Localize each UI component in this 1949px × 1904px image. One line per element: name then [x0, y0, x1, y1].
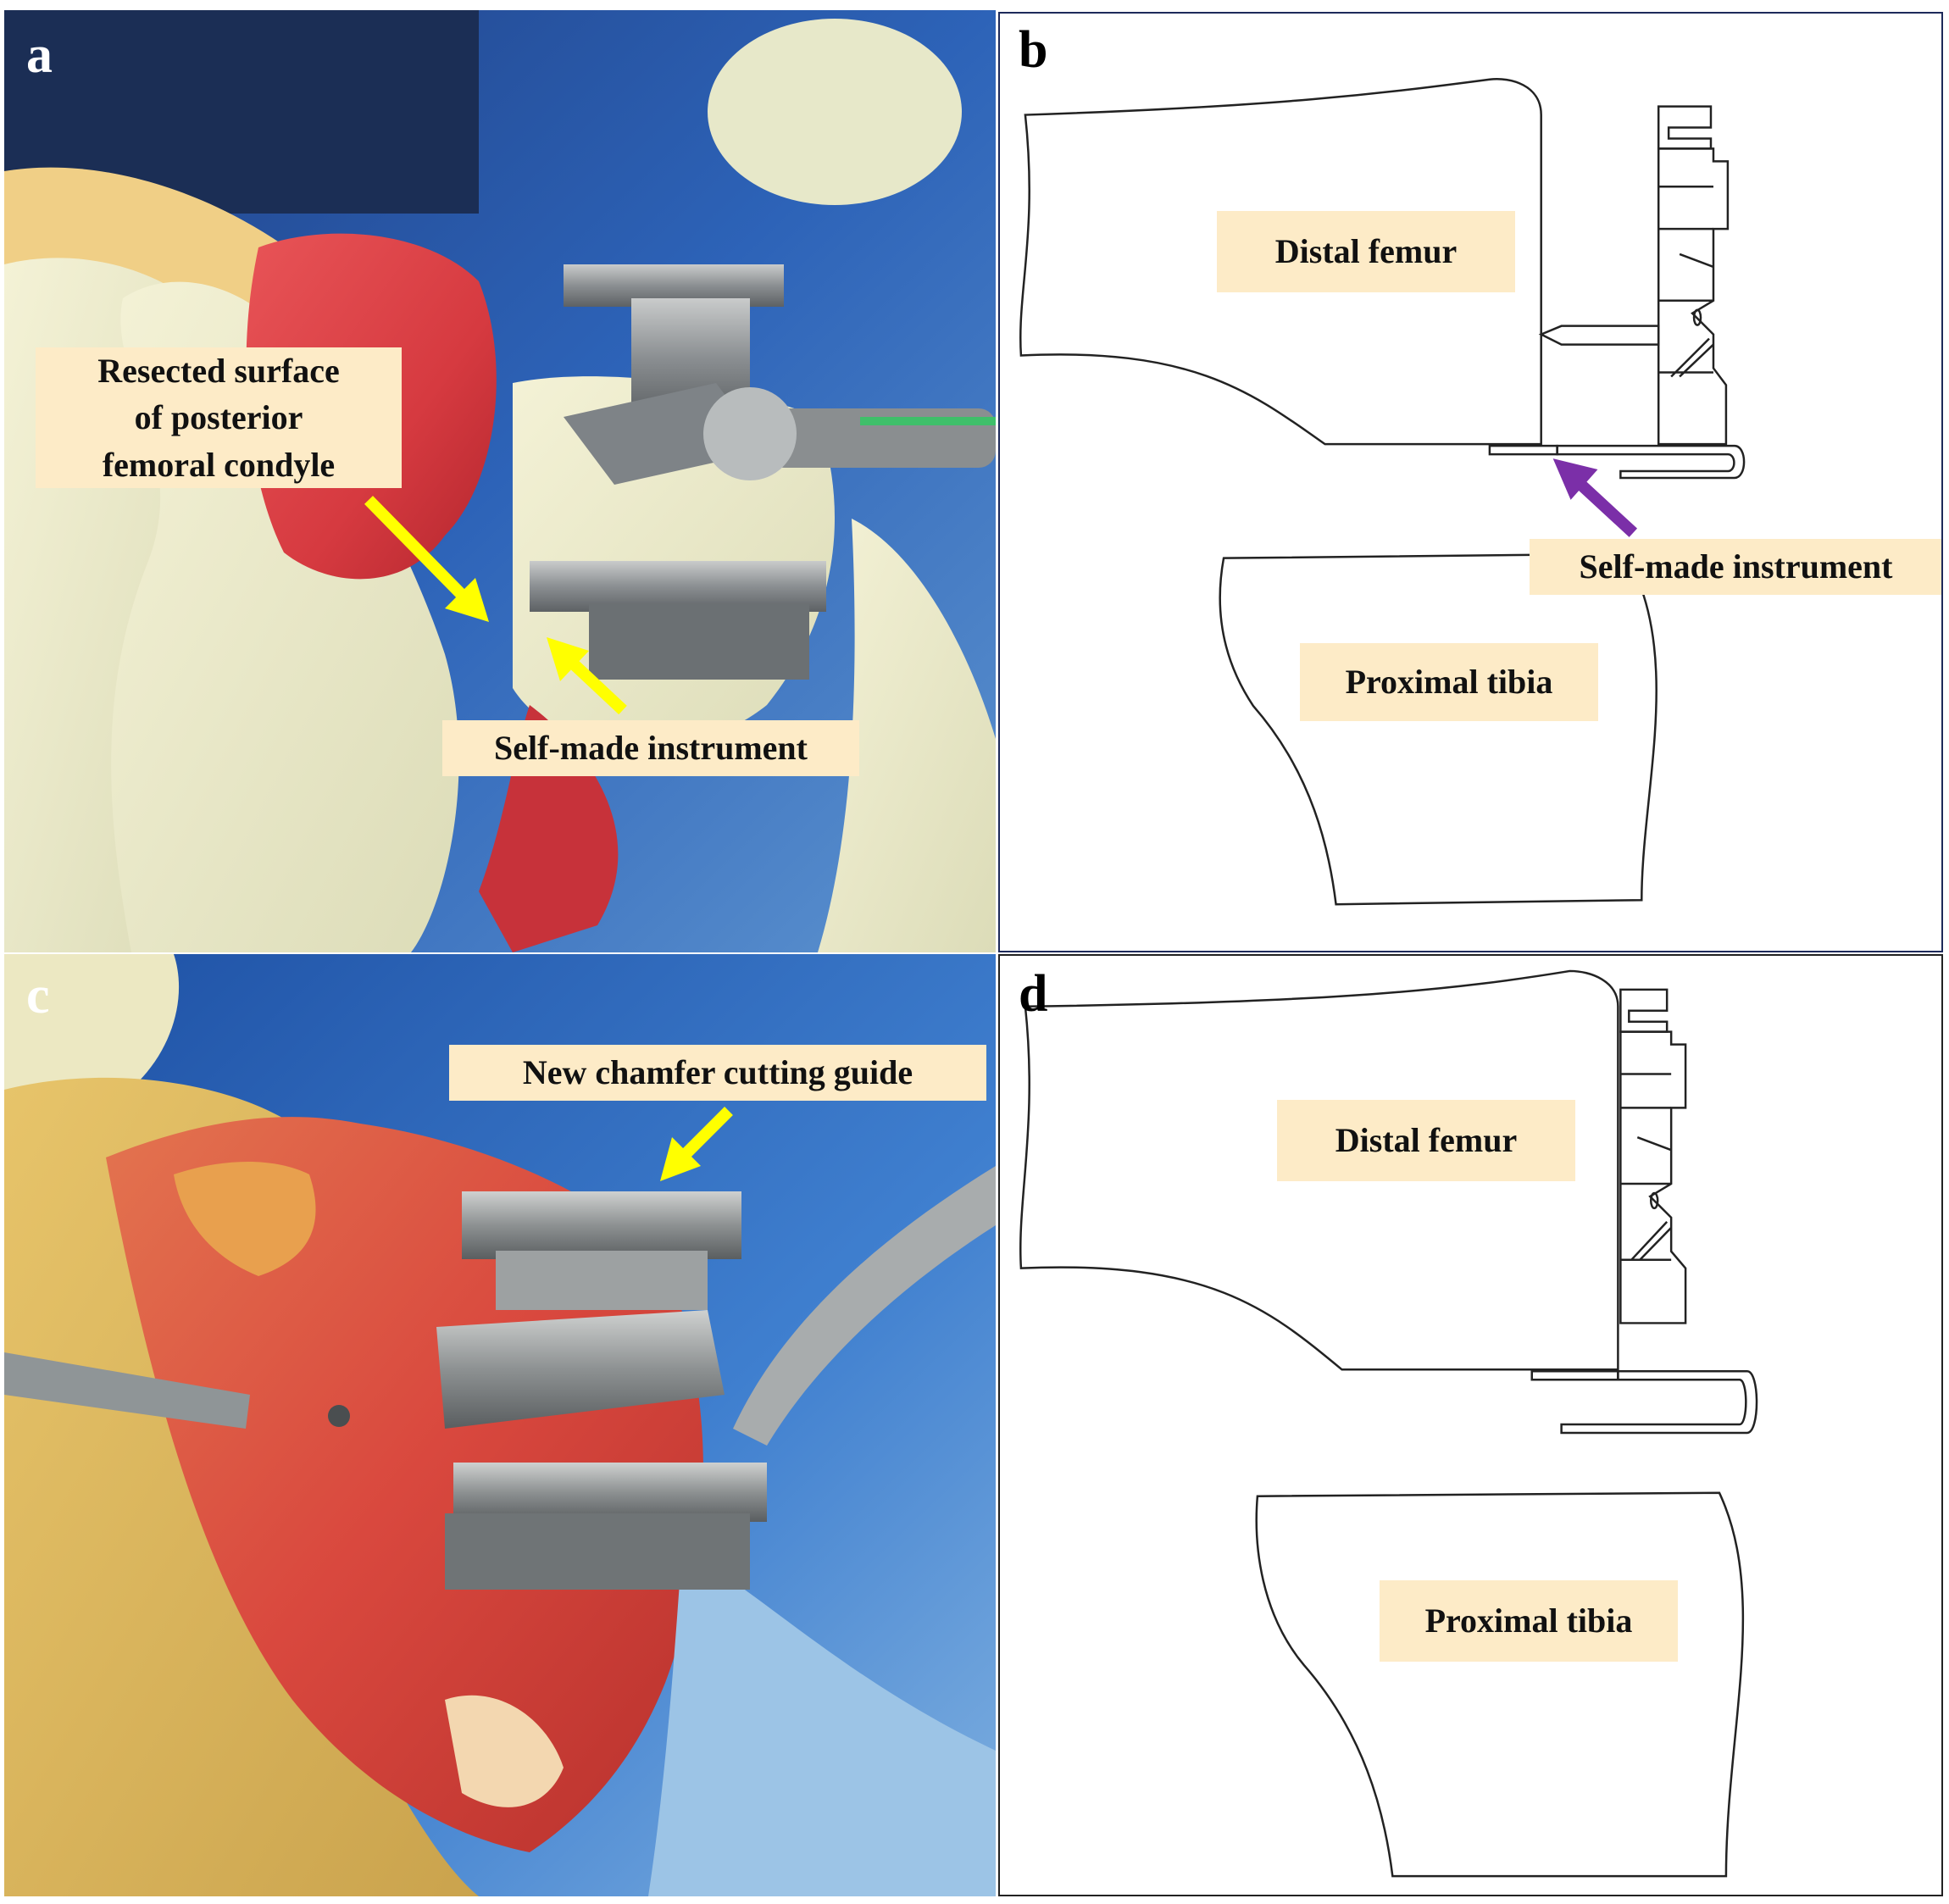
- instrument-plate-d: [1530, 1369, 1619, 1381]
- tibia-outline-b: [1219, 552, 1657, 906]
- tibia-outline-d: [1255, 1491, 1745, 1878]
- guide-details-d: [1620, 1073, 1673, 1261]
- instrument-hook-b: [1556, 444, 1746, 480]
- guide-details-b: [1658, 186, 1714, 378]
- label-self-made-instrument-b: Self-made instrument: [1530, 539, 1941, 595]
- guide-hole-b: [1692, 308, 1702, 326]
- guide-hole-d: [1649, 1191, 1659, 1210]
- femur-outline-d: [1019, 969, 1619, 1371]
- panel-c-photo-illustration: [4, 954, 996, 1896]
- label-self-made-instrument-a: Self-made instrument: [442, 720, 859, 776]
- guide-body-b: [1657, 147, 1730, 446]
- label-new-chamfer-cutting-guide: New chamfer cutting guide: [449, 1045, 986, 1101]
- panel-a-surgical-photo: a Resected surface of posterior femoral …: [4, 10, 996, 952]
- label-proximal-tibia-d: Proximal tibia: [1380, 1580, 1678, 1662]
- instrument-plate-b: [1488, 444, 1558, 456]
- panel-b-diagram: b Distal femur Self-made instrument Prox…: [998, 12, 1943, 952]
- panel-letter-c: c: [26, 967, 50, 1024]
- panel-d-diagram: d Distal femur Proximal tibia: [998, 954, 1943, 1896]
- label-distal-femur-d: Distal femur: [1277, 1100, 1575, 1181]
- femur-outline-b: [1019, 77, 1542, 446]
- label-resected-line-3: femoral condyle: [102, 445, 336, 484]
- label-resected-surface: Resected surface of posterior femoral co…: [36, 347, 402, 488]
- panel-letter-b: b: [1019, 21, 1048, 79]
- instrument-hook-d: [1560, 1369, 1758, 1435]
- guide-photo-top: [462, 1191, 741, 1259]
- guide-top-b: [1657, 105, 1713, 150]
- panel-d-line-drawing: [1019, 969, 1758, 1878]
- label-proximal-tibia-b: Proximal tibia: [1300, 643, 1598, 721]
- guide-body-d: [1619, 1030, 1687, 1324]
- label-resected-line-1: Resected surface: [97, 352, 340, 391]
- label-resected-line-2: of posterior: [134, 398, 303, 437]
- panel-letter-a: a: [26, 26, 53, 84]
- guide-pin-b: [1538, 325, 1660, 346]
- panel-b-line-drawing: [1019, 77, 1746, 906]
- label-distal-femur-b: Distal femur: [1217, 211, 1515, 292]
- panel-letter-d: d: [1019, 965, 1048, 1023]
- guide-top-d: [1619, 988, 1669, 1033]
- panel-c-surgical-photo: c New chamfer cutting guide: [4, 954, 996, 1896]
